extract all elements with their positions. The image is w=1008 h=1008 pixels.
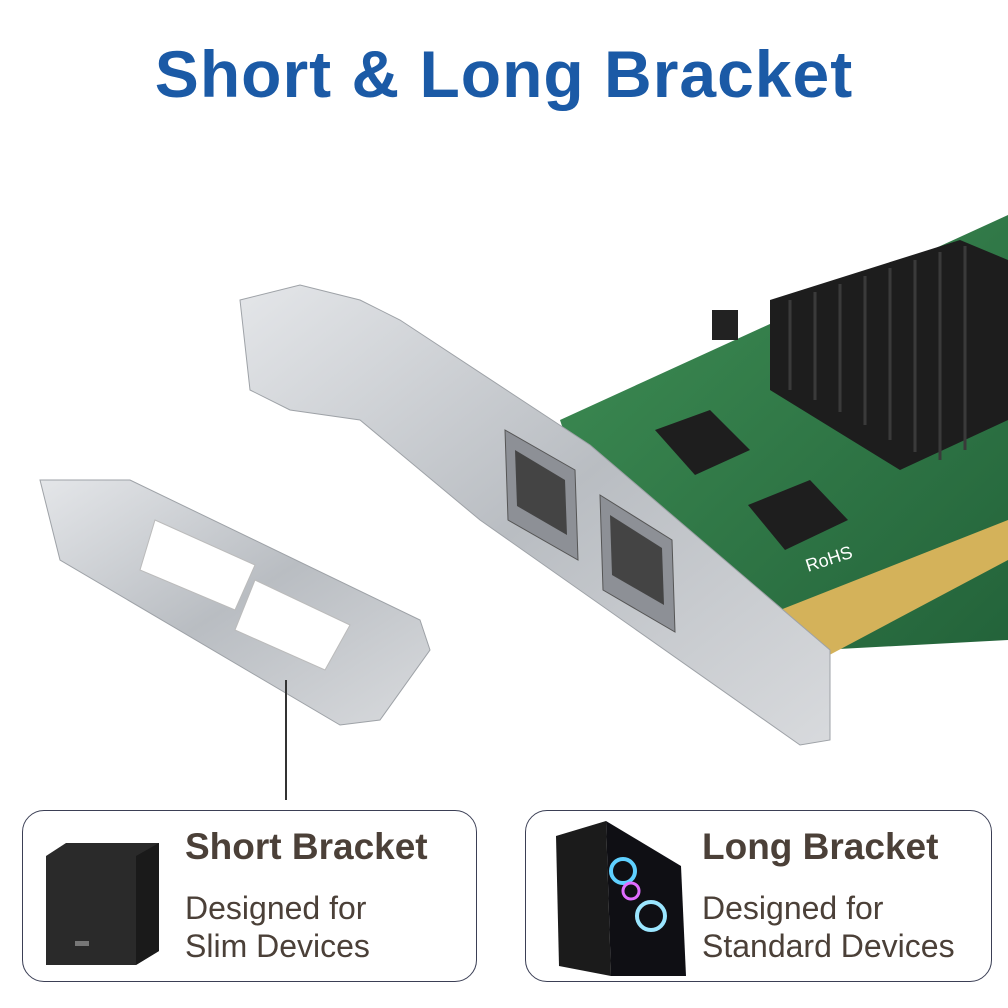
heatsink — [770, 240, 1008, 470]
tower-pc-case-icon — [556, 821, 686, 976]
chip — [748, 480, 848, 550]
page-title: Short & Long Bracket — [154, 37, 854, 111]
card-heading: Long Bracket — [702, 826, 939, 867]
card-desc-line1: Designed for — [702, 890, 884, 926]
card-desc-line1: Designed for — [185, 890, 367, 926]
long-bracket-card: Long Bracket Designed for Standard Devic… — [525, 810, 992, 982]
pcie-connector — [780, 520, 1008, 660]
standoff-screw — [712, 310, 738, 340]
card-heading: Short Bracket — [185, 826, 428, 867]
slim-pc-case-icon — [46, 843, 159, 965]
card-desc-line2: Slim Devices — [185, 928, 370, 964]
chip — [655, 410, 750, 475]
connector-line — [285, 680, 287, 800]
card-desc-line2: Standard Devices — [702, 928, 955, 964]
short-bracket-card: Short Bracket Designed for Slim Devices — [22, 810, 477, 982]
